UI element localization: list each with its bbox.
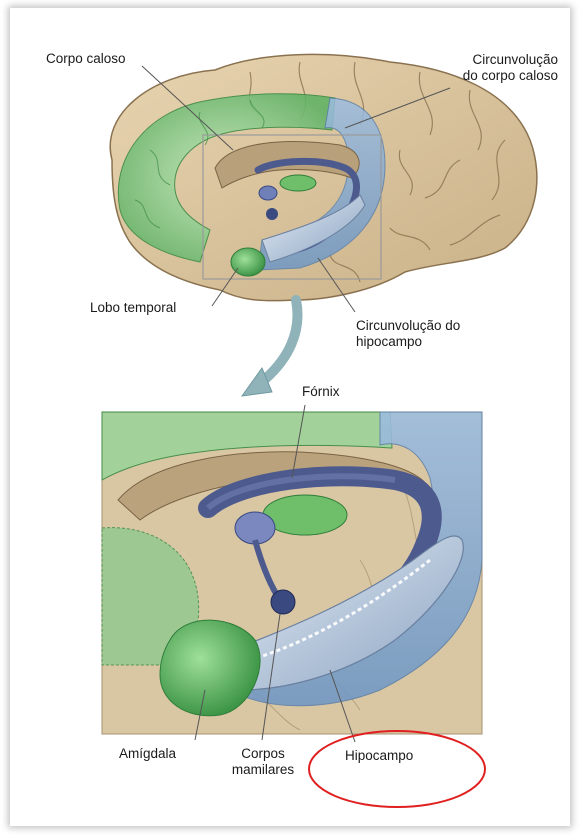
label-corpo-caloso: Corpo caloso	[46, 51, 126, 67]
label-circunvolucao-hipocampo-line1: Circunvolução do	[356, 318, 460, 334]
mammillary-top	[266, 208, 278, 220]
thalamus-top	[280, 175, 316, 191]
label-circunvolucao-hipocampo-line2: hipocampo	[356, 334, 460, 350]
thalamus-zoom	[263, 495, 347, 535]
amygdala-top	[231, 248, 265, 276]
label-amigdala: Amígdala	[119, 746, 176, 762]
mammillary-body-zoom	[271, 590, 295, 614]
bottom-zoom-diagram	[102, 405, 482, 742]
label-circunvolucao-corpo-caloso-line1: Circunvolução	[430, 52, 558, 68]
zoom-arrow	[242, 300, 297, 396]
hipocampo-highlight-circle	[309, 731, 485, 807]
label-fornix: Fórnix	[302, 384, 340, 400]
label-hipocampo: Hipocampo	[345, 748, 413, 764]
label-corpos-mamilares: Corpos mamilares	[224, 746, 302, 778]
top-brain-diagram	[110, 54, 537, 312]
label-circunvolucao-corpo-caloso-line2: do corpo caloso	[430, 68, 558, 84]
label-corpos-mamilares-line1: Corpos	[224, 746, 302, 762]
label-circunvolucao-hipocampo: Circunvolução do hipocampo	[356, 318, 460, 350]
label-corpos-mamilares-line2: mamilares	[224, 762, 302, 778]
label-circunvolucao-corpo-caloso: Circunvolução do corpo caloso	[430, 52, 558, 84]
label-lobo-temporal: Lobo temporal	[90, 300, 176, 316]
